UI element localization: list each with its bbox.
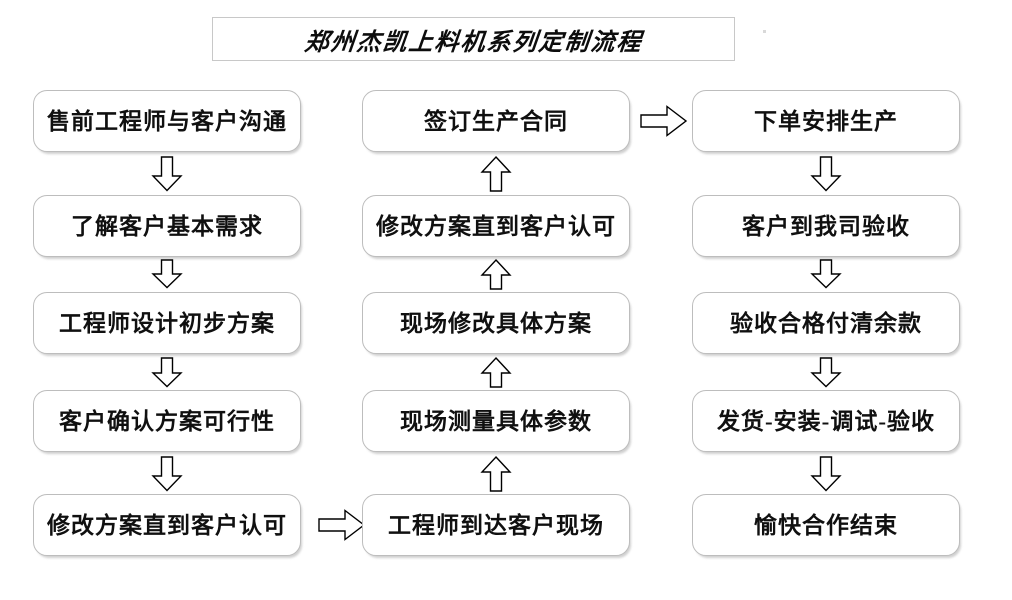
node-c1-r1[interactable]: 售前工程师与客户沟通 bbox=[33, 90, 301, 152]
node-label: 现场修改具体方案 bbox=[400, 310, 592, 336]
arrow-up-c2-4 bbox=[479, 455, 513, 493]
arrow-right-bottom-bridge bbox=[318, 508, 366, 542]
node-c1-r5[interactable]: 修改方案直到客户认可 bbox=[33, 494, 301, 556]
node-label: 修改方案直到客户认可 bbox=[47, 512, 287, 538]
arrow-down-c3-2 bbox=[809, 259, 843, 289]
arrow-up-c2-2 bbox=[479, 258, 513, 291]
node-c1-r2[interactable]: 了解客户基本需求 bbox=[33, 195, 301, 257]
node-c3-r2[interactable]: 客户到我司验收 bbox=[692, 195, 960, 257]
arrow-down-c3-4 bbox=[809, 456, 843, 492]
node-label: 修改方案直到客户认可 bbox=[376, 213, 616, 239]
node-c3-r4[interactable]: 发货-安装-调试-验收 bbox=[692, 390, 960, 452]
node-label: 售前工程师与客户沟通 bbox=[47, 108, 287, 134]
arrow-down-c3-1 bbox=[809, 156, 843, 192]
arrow-up-c2-3 bbox=[479, 356, 513, 389]
arrow-down-c1-2 bbox=[150, 259, 184, 289]
node-c2-r5[interactable]: 工程师到达客户现场 bbox=[362, 494, 630, 556]
node-label: 愉快合作结束 bbox=[754, 512, 898, 538]
node-c1-r3[interactable]: 工程师设计初步方案 bbox=[33, 292, 301, 354]
node-c2-r4[interactable]: 现场测量具体参数 bbox=[362, 390, 630, 452]
arrow-right-top-bridge bbox=[640, 104, 688, 138]
arrow-down-c1-3 bbox=[150, 357, 184, 388]
arrow-up-c2-1 bbox=[479, 155, 513, 193]
node-label: 签订生产合同 bbox=[424, 108, 568, 134]
node-label: 工程师到达客户现场 bbox=[388, 512, 604, 538]
node-label: 下单安排生产 bbox=[754, 108, 898, 134]
node-c2-r2[interactable]: 修改方案直到客户认可 bbox=[362, 195, 630, 257]
decorative-speck bbox=[763, 30, 766, 33]
node-c2-r1[interactable]: 签订生产合同 bbox=[362, 90, 630, 152]
node-c3-r1[interactable]: 下单安排生产 bbox=[692, 90, 960, 152]
chart-title-text: 郑州杰凯上料机系列定制流程 bbox=[302, 29, 644, 56]
node-label: 验收合格付清余款 bbox=[730, 310, 922, 336]
arrow-down-c1-1 bbox=[150, 156, 184, 192]
node-label: 客户确认方案可行性 bbox=[59, 408, 275, 434]
node-c3-r3[interactable]: 验收合格付清余款 bbox=[692, 292, 960, 354]
node-c1-r4[interactable]: 客户确认方案可行性 bbox=[33, 390, 301, 452]
node-label: 客户到我司验收 bbox=[742, 213, 910, 239]
arrow-down-c1-4 bbox=[150, 456, 184, 492]
arrow-down-c3-3 bbox=[809, 357, 843, 388]
node-label: 工程师设计初步方案 bbox=[59, 310, 275, 336]
node-c3-r5[interactable]: 愉快合作结束 bbox=[692, 494, 960, 556]
node-label: 发货-安装-调试-验收 bbox=[717, 408, 935, 434]
node-label: 现场测量具体参数 bbox=[400, 408, 592, 434]
node-label: 了解客户基本需求 bbox=[71, 213, 263, 239]
node-c2-r3[interactable]: 现场修改具体方案 bbox=[362, 292, 630, 354]
chart-title-box: 郑州杰凯上料机系列定制流程 bbox=[212, 17, 735, 61]
